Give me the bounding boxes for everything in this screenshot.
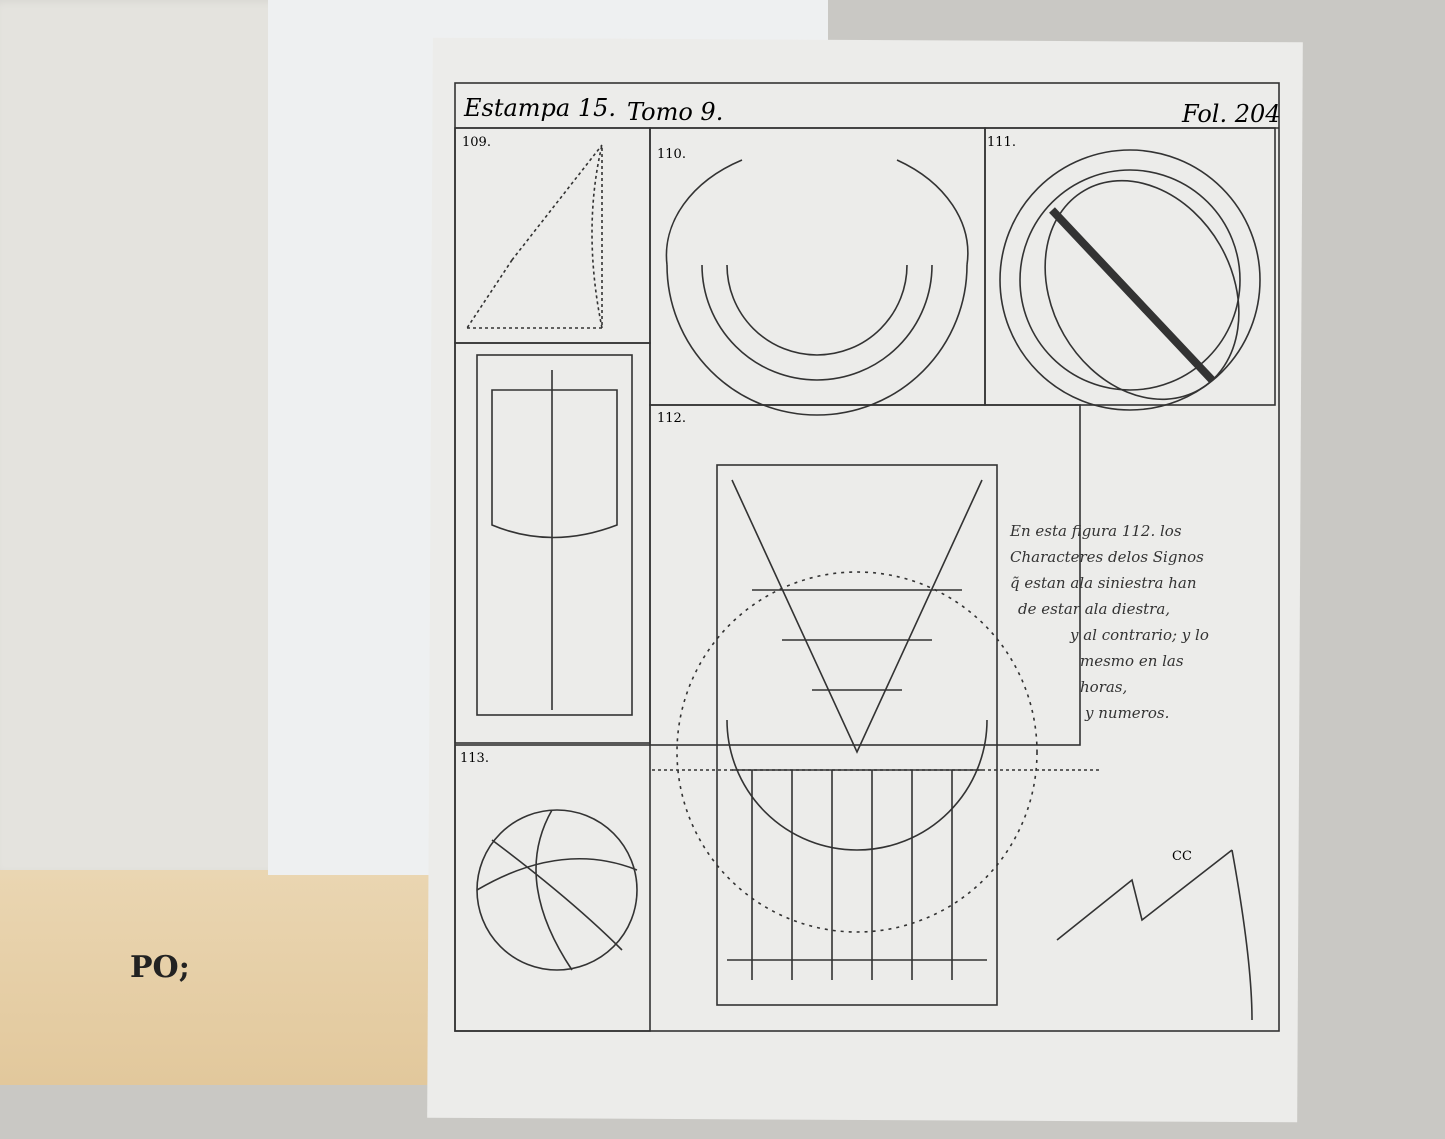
caption-line: y al contrario; y lo (1070, 626, 1209, 644)
header-left: Estampa 15. (463, 94, 616, 122)
caption-line: de estar ala diestra, (1018, 600, 1171, 618)
fig111-number: 111. (987, 135, 1016, 150)
fig112-number: 112. (657, 411, 686, 426)
plate-caption: En esta figura 112. los Characteres delo… (1010, 518, 1210, 726)
header-right: Fol. 204. (1181, 100, 1282, 128)
fig111-frame (984, 127, 1276, 406)
fig110-number: 110. (657, 147, 686, 162)
fig113-frame (454, 744, 651, 1032)
fig112-dial (716, 464, 998, 1006)
fig109-frame (454, 127, 651, 344)
caption-line: q̃ estan ala siniestra han (1010, 574, 1197, 592)
caption-line: En esta figura 112. los (1010, 522, 1182, 540)
header-middle: Tomo 9. (627, 98, 723, 126)
caption-line: y numeros. (1085, 704, 1170, 722)
fig112-frame (649, 404, 1081, 746)
label-cc: CC (1172, 849, 1192, 864)
book-page-edges (0, 870, 445, 1085)
caption-line: mesmo en las horas, (1080, 652, 1184, 696)
engraved-plate: Estampa 15. Tomo 9. Fol. 204. 109. 110. … (454, 82, 1282, 1032)
fig110-frame (649, 127, 986, 406)
fig109-number: 109. (462, 135, 491, 150)
spine-stamp: PO; (130, 950, 190, 985)
caption-line: Characteres delos Signos (1010, 548, 1204, 566)
fig113-number: 113. (460, 751, 489, 766)
